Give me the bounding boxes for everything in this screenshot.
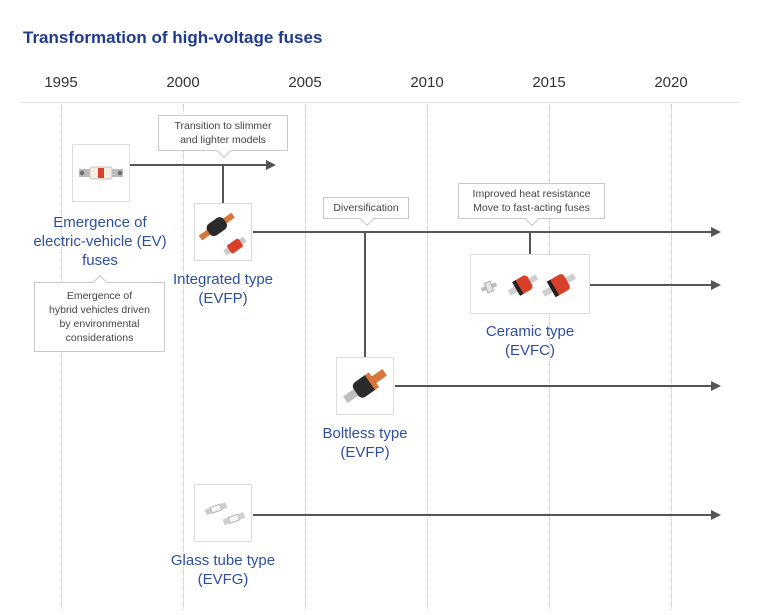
label-line: Glass tube type <box>170 552 276 569</box>
label-glass-tube-type: Glass tube type (EVFG) <box>143 551 303 589</box>
callout-text: hybrid vehicles driven <box>49 304 150 316</box>
integrated-arrow <box>711 227 721 237</box>
label-integrated-type: Integrated type (EVFP) <box>143 270 303 308</box>
integrated-fuse-icon <box>198 212 247 256</box>
product-image-ev-fuse <box>72 144 130 202</box>
label-line: (EVFP) <box>198 290 248 307</box>
product-image-glass-tube <box>194 484 252 542</box>
year-2015: 2015 <box>532 74 566 91</box>
label-ev-fuses: Emergence of electric-vehicle (EV) fuses <box>20 213 180 270</box>
boltless-arrow <box>711 381 721 391</box>
product-image-ceramic <box>470 254 590 314</box>
grid-line-2000 <box>183 104 184 610</box>
label-line: fuses <box>82 252 118 269</box>
label-line: electric-vehicle (EV) <box>33 233 167 250</box>
label-line: (EVFP) <box>340 444 390 461</box>
glass-arrow <box>711 510 721 520</box>
page-title: Transformation of high-voltage fuses <box>23 28 323 47</box>
callout-heat-resistance: Improved heat resistance Move to fast-ac… <box>458 183 605 227</box>
year-2010: 2010 <box>410 74 444 91</box>
year-2005: 2005 <box>288 74 322 91</box>
year-2000: 2000 <box>166 74 200 91</box>
label-line: Integrated type <box>172 271 274 288</box>
callout-text: by environmental <box>59 318 140 330</box>
label-ceramic-type: Ceramic type (EVFC) <box>450 322 610 360</box>
callout-text: Diversification <box>333 202 399 214</box>
callout-slimmer: Transition to slimmer and lighter models <box>158 115 288 159</box>
callout-text: considerations <box>65 332 134 344</box>
grid-line-1995 <box>61 104 62 610</box>
callout-text: Emergence of <box>66 290 133 302</box>
callout-diversification: Diversification <box>323 197 409 227</box>
glass-tube-fuse-icon <box>204 502 246 526</box>
ceramic-fuse-icon <box>480 273 577 298</box>
grid-line-2005 <box>305 104 306 610</box>
grid-line-2015 <box>549 104 550 610</box>
callout-text: Improved heat resistance <box>472 188 591 200</box>
label-line: (EVFG) <box>197 571 249 588</box>
grid-line-2020 <box>671 104 672 610</box>
ceramic-arrow <box>711 280 721 290</box>
callout-text: Move to fast-acting fuses <box>473 202 590 214</box>
callout-hybrid: Emergence of hybrid vehicles driven by e… <box>34 274 165 352</box>
label-boltless-type: Boltless type (EVFP) <box>285 424 445 462</box>
label-line: Ceramic type <box>485 323 575 340</box>
label-line: Emergence of <box>53 214 147 231</box>
year-1995: 1995 <box>44 74 78 91</box>
axis-rule <box>20 102 740 103</box>
label-line: (EVFC) <box>505 342 555 359</box>
year-2020: 2020 <box>654 74 688 91</box>
boltless-fuse-icon <box>343 368 387 404</box>
ev-fuse-icon <box>79 166 123 180</box>
callout-text: Transition to slimmer <box>174 120 272 132</box>
product-image-integrated <box>194 203 252 261</box>
grid-line-2010 <box>427 104 428 610</box>
label-line: Boltless type <box>322 425 408 442</box>
callout-text: and lighter models <box>180 134 266 146</box>
ev-arrow <box>266 160 276 170</box>
product-image-boltless <box>336 357 394 415</box>
